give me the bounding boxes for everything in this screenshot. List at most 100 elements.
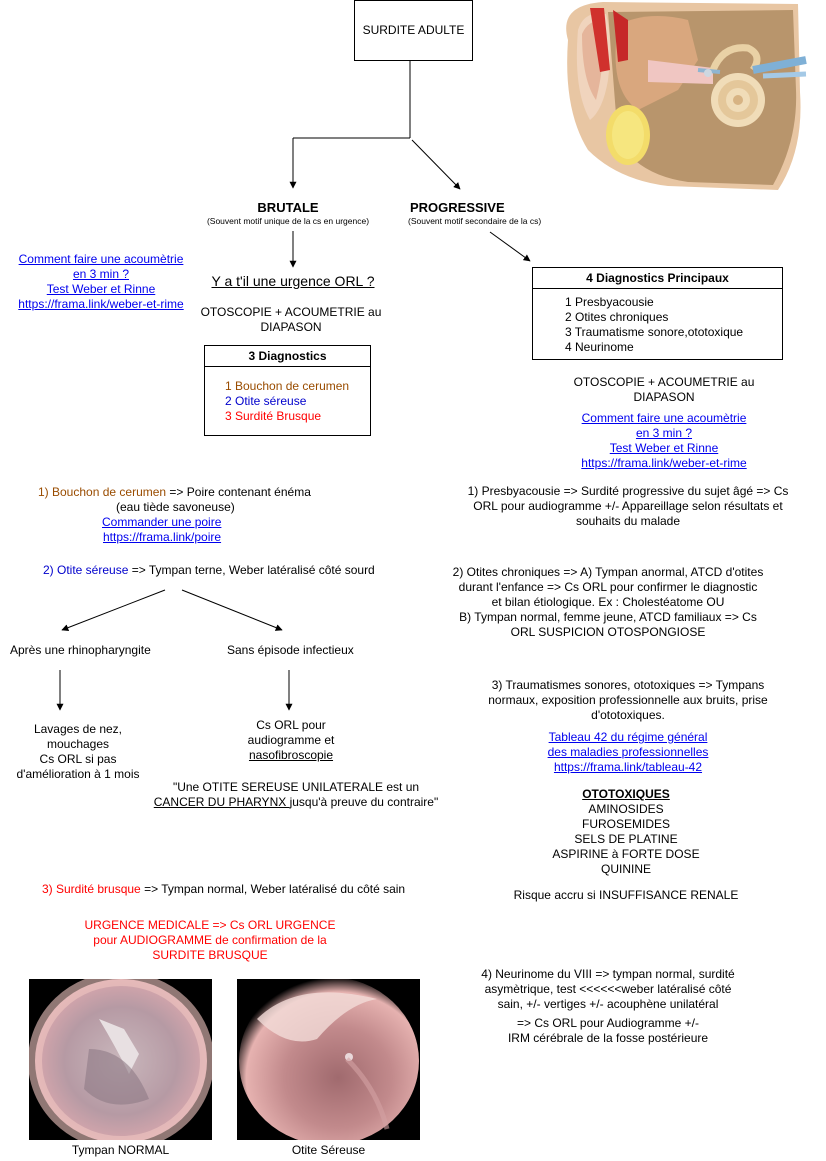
urgence-question: Y a t'il une urgence ORL ?	[211, 273, 375, 289]
otites-chro-line-3: et bilan étiologique. Ex : Cholestéatome…	[491, 595, 725, 609]
traumatismes-text: 3) Traumatismes sonores, ototoxiques => …	[458, 678, 798, 723]
surdite-brusque-heading: 3) Surdité brusque => Tympan normal, Web…	[42, 882, 422, 897]
otite-left-line-4: d'amélioration à 1 mois	[16, 767, 140, 781]
otite-quote-line-1: "Une OTITE SEREUSE UNILATERALE est un	[172, 780, 420, 794]
ototox-risk: Risque accru si INSUFFISANCE RENALE	[513, 888, 739, 902]
otite-right-line-1: Cs ORL pour	[256, 718, 326, 732]
presby-line-3: souhaits du malade	[575, 514, 681, 528]
urgence-line-2: pour AUDIOGRAMME de confirmation de la	[93, 933, 327, 947]
diagnostics-3-box: 3 Diagnostics 1 Bouchon de cerumen 2 Oti…	[204, 345, 371, 436]
bouchon-text-2: (eau tiède savoneuse)	[116, 500, 235, 514]
arrow-otite-right	[181, 589, 283, 631]
bouchon-link-1[interactable]: Commander une poire	[102, 515, 222, 529]
bouchon-text: => Poire contenant énéma	[166, 485, 311, 499]
link-left-line-2[interactable]: en 3 min ?	[72, 267, 130, 281]
otite-left-line-1: Lavages de nez,	[33, 722, 123, 736]
ototoxiques-list: OTOTOXIQUES AMINOSIDES FUROSEMIDES SELS …	[526, 787, 726, 877]
otite-left-branch: Après une rhinopharyngite	[10, 643, 151, 657]
link-left-line-1[interactable]: Comment faire une acoumètrie	[18, 252, 184, 266]
link-right-line-1[interactable]: Comment faire une acoumètrie	[581, 411, 747, 425]
otite-left-advice: Lavages de nez, mouchages Cs ORL si pas …	[10, 722, 146, 782]
right-exam-line-2: DIAPASON	[633, 390, 695, 404]
link-left-line-3[interactable]: Test Weber et Rinne	[46, 282, 156, 296]
progressive-node: PROGRESSIVE (Souvent motif secondaire de…	[408, 200, 608, 226]
right-exam: OTOSCOPIE + ACOUMETRIE au DIAPASON	[556, 375, 772, 405]
arrow-progressive-to-diag4	[489, 231, 531, 262]
otites-chroniques-text: 2) Otites chroniques => A) Tympan anorma…	[438, 565, 778, 640]
otites-chro-line-5: ORL SUSPICION OTOSPONGIOSE	[510, 625, 706, 639]
otite-right-advice: Cs ORL pour audiogramme et nasofibroscop…	[238, 718, 344, 763]
otite-left-line-3: Cs ORL si pas	[39, 752, 117, 766]
surdite-brusque-label: 3) Surdité brusque	[42, 882, 141, 896]
progressive-subtitle: (Souvent motif secondaire de la cs)	[408, 216, 542, 226]
otites-chro-line-2: durant l'enfance => Cs ORL pour confirme…	[458, 580, 758, 594]
otites-chro-line-1: 2) Otites chroniques => A) Tympan anorma…	[452, 565, 764, 579]
ototox-item-2: FUROSEMIDES	[581, 817, 670, 831]
neurinome-line-1: 4) Neurinome du VIII => tympan normal, s…	[481, 967, 735, 981]
tableau-link-line-1[interactable]: Tableau 42 du régime général	[548, 730, 708, 744]
ototox-item-5: QUININE	[600, 862, 651, 876]
acoumetrie-link-left[interactable]: Comment faire une acoumètrie en 3 min ? …	[10, 252, 192, 312]
diagnostics-3-title: 3 Diagnostics	[205, 346, 370, 367]
arrow-to-progressive	[411, 139, 461, 190]
otite-quote: "Une OTITE SEREUSE UNILATERALE est un CA…	[140, 780, 452, 810]
surdite-brusque-text: => Tympan normal, Weber latéralisé du cô…	[140, 882, 406, 896]
arrow-otite-left	[61, 589, 166, 631]
otite-right-line-3: nasofibroscopie	[248, 748, 334, 762]
presby-line-2: ORL pour audiogramme +/- Appareillage se…	[473, 499, 783, 513]
acoumetrie-link-right[interactable]: Comment faire une acoumètrie en 3 min ? …	[570, 411, 758, 471]
bouchon-section: 1) Bouchon de cerumen => Poire contenant…	[38, 485, 328, 545]
otite-quote-line-2: jusqu'à preuve du contraire"	[289, 795, 439, 809]
root-label: SURDITE ADULTE	[362, 23, 465, 37]
surdite-brusque-urgence: URGENCE MEDICALE => Cs ORL URGENCE pour …	[72, 918, 348, 963]
ear-anatomy-illustration	[548, 0, 810, 196]
diagnostics-4-title: 4 Diagnostics Principaux	[533, 268, 782, 289]
right-exam-line-1: OTOSCOPIE + ACOUMETRIE au	[573, 375, 755, 389]
link-right-line-2[interactable]: en 3 min ?	[635, 426, 693, 440]
ototox-item-1: AMINOSIDES	[588, 802, 664, 816]
otite-quote-cancer: CANCER DU PHARYNX	[153, 795, 290, 809]
otite-sereuse-image	[237, 979, 420, 1140]
ototox-item-3: SELS DE PLATINE	[574, 832, 678, 846]
otite-heading: 2) Otite séreuse => Tympan terne, Weber …	[43, 563, 383, 578]
diag3-item-otite: 2 Otite séreuse	[225, 394, 307, 408]
diag4-item-1: 1 Presbyacousie	[565, 295, 654, 309]
tableau-link-line-3[interactable]: https://frama.link/tableau-42	[553, 760, 703, 774]
trauma-line-1: 3) Traumatismes sonores, ototoxiques => …	[491, 678, 765, 692]
trauma-line-3: d'ototoxiques.	[591, 708, 665, 722]
brutale-title: BRUTALE	[257, 200, 319, 215]
tableau-42-link[interactable]: Tableau 42 du régime général des maladie…	[520, 730, 736, 775]
urgence-line-3: SURDITE BRUSQUE	[152, 948, 268, 962]
ototox-title: OTOTOXIQUES	[582, 787, 670, 801]
link-right-line-4[interactable]: https://frama.link/weber-et-rime	[581, 456, 747, 470]
otite-right-branch: Sans épisode infectieux	[227, 643, 354, 657]
progressive-title: PROGRESSIVE	[410, 200, 505, 215]
brutale-subtitle: (Souvent motif unique de la cs en urgenc…	[206, 216, 370, 226]
otite-text: => Tympan terne, Weber latéralisé côté s…	[128, 563, 375, 577]
otite-label: 2) Otite séreuse	[43, 563, 129, 577]
otites-chro-line-4: B) Tympan normal, femme jeune, ATCD fami…	[459, 610, 757, 624]
diagnostics-4-box: 4 Diagnostics Principaux 1 Presbyacousie…	[532, 267, 783, 360]
urgence-exam-line-2: DIAPASON	[260, 320, 322, 334]
presbyacousie-text: 1) Presbyacousie => Surdité progressive …	[458, 484, 798, 529]
diag4-item-4: 4 Neurinome	[565, 340, 634, 354]
bouchon-link-2[interactable]: https://frama.link/poire	[103, 530, 222, 544]
neurinome-line-5: IRM cérébrale de la fosse postérieure	[507, 1031, 709, 1045]
neurinome-line-3: sain, +/- vertiges +/- acouphène unilaté…	[497, 997, 719, 1011]
diag4-item-3: 3 Traumatisme sonore,ototoxique	[565, 325, 744, 339]
tympan-normal-caption: Tympan NORMAL	[71, 1143, 170, 1157]
tympan-normal-image	[29, 979, 212, 1140]
urgence-exam-line-1: OTOSCOPIE + ACOUMETRIE au	[200, 305, 382, 319]
urgence-exam: OTOSCOPIE + ACOUMETRIE au DIAPASON	[186, 305, 396, 335]
neurinome-text: 4) Neurinome du VIII => tympan normal, s…	[458, 967, 758, 1046]
tableau-link-line-2[interactable]: des maladies professionnelles	[547, 745, 709, 759]
link-right-line-3[interactable]: Test Weber et Rinne	[609, 441, 719, 455]
trauma-line-2: normaux, exposition professionnelle aux …	[488, 693, 768, 707]
diag3-item-surdite: 3 Surdité Brusque	[225, 409, 322, 423]
neurinome-line-4: => Cs ORL pour Audiogramme +/-	[517, 1016, 699, 1030]
presby-line-1: 1) Presbyacousie => Surdité progressive …	[467, 484, 789, 498]
neurinome-line-2: asymètrique, test <<<<<<weber latéralisé…	[484, 982, 732, 996]
diag3-item-bouchon: 1 Bouchon de cerumen	[225, 379, 350, 393]
link-left-line-4[interactable]: https://frama.link/weber-et-rime	[18, 297, 184, 311]
